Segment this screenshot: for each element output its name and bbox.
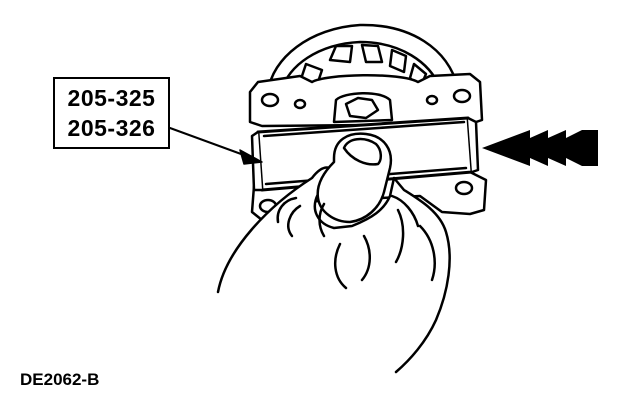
tool-number-1: 205-325 [67, 85, 156, 111]
tool-number-callout: 205-325 205-326 [53, 77, 170, 149]
direction-arrow [482, 130, 598, 166]
center-nut [332, 92, 394, 124]
callout-leader [169, 127, 263, 165]
tool-number-2: 205-326 [67, 115, 156, 141]
hand [216, 132, 451, 374]
figure-id-label: DE2062-B [20, 370, 100, 389]
